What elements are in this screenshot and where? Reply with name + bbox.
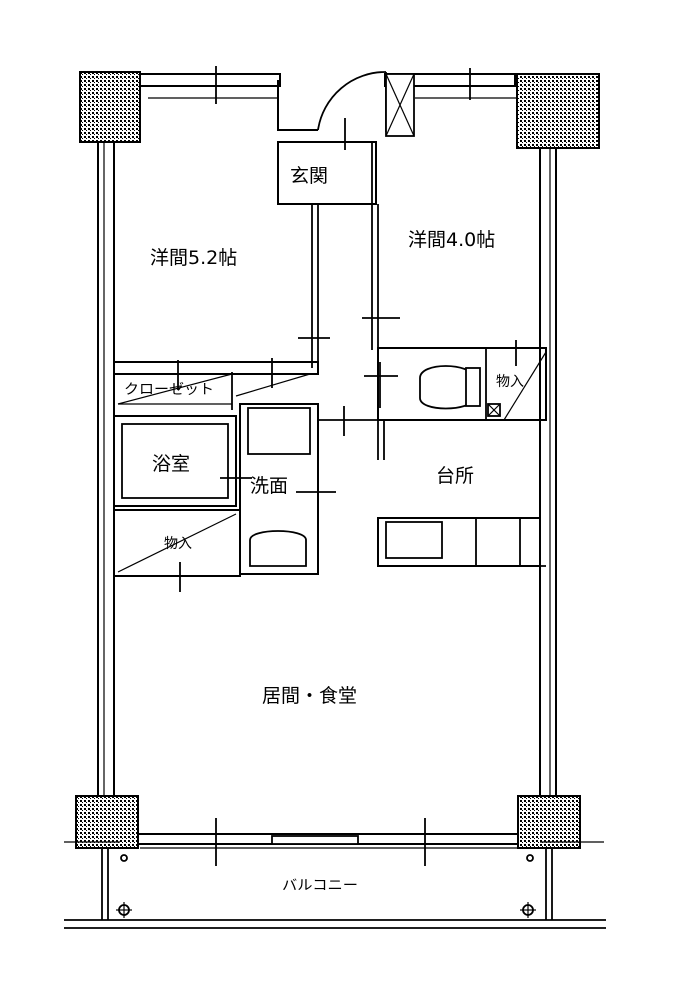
label-bath: 浴室 bbox=[152, 453, 190, 475]
entrance-walls bbox=[277, 141, 377, 205]
left-room-walls bbox=[113, 204, 330, 410]
right-room-walls bbox=[362, 204, 547, 421]
corridor-walls bbox=[318, 406, 546, 460]
outer-walls bbox=[97, 66, 557, 866]
label-washroom: 洗面 bbox=[250, 475, 288, 497]
entrance-door bbox=[317, 71, 415, 150]
label-balcony: バルコニー bbox=[282, 878, 358, 894]
label-living-dining: 居間・食堂 bbox=[262, 685, 357, 707]
label-western-room-2: 洋間4.0帖 bbox=[408, 229, 495, 251]
label-storage-right: 物入 bbox=[496, 374, 524, 390]
label-storage-left: 物入 bbox=[164, 536, 192, 552]
balcony bbox=[64, 841, 606, 929]
bath-block bbox=[113, 403, 336, 592]
label-kitchen: 台所 bbox=[436, 465, 474, 487]
structural-columns bbox=[75, 71, 600, 849]
label-western-room-1: 洋間5.2帖 bbox=[150, 247, 237, 269]
label-entrance: 玄関 bbox=[290, 165, 328, 187]
label-closet: クローゼット bbox=[124, 382, 214, 398]
kitchen-counter bbox=[377, 517, 546, 567]
